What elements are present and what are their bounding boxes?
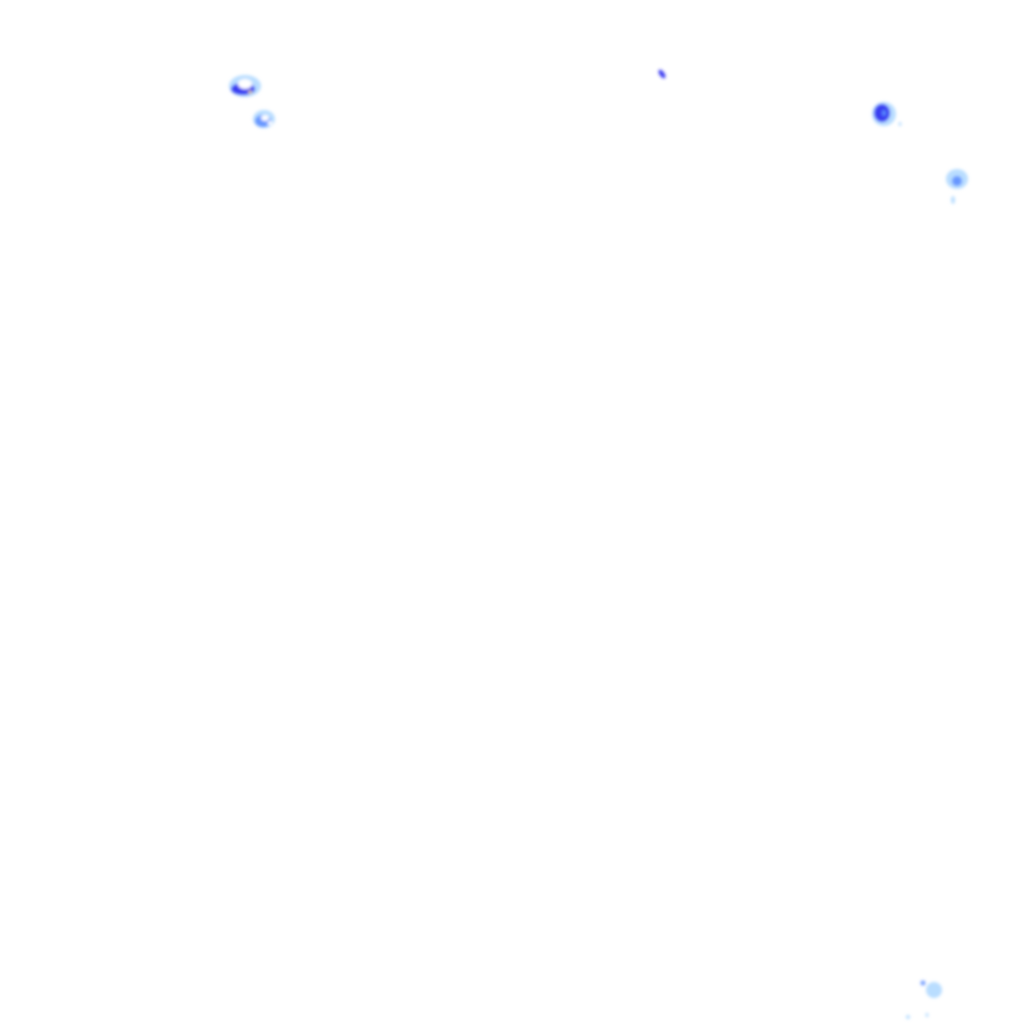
echo-cell-ne: [872, 102, 902, 126]
echo-gap: [882, 110, 886, 116]
echo-light: [906, 1015, 910, 1019]
echo-strong: [658, 69, 666, 79]
echo-peak: [248, 90, 252, 94]
echo-cell-n: [658, 69, 666, 79]
echo-light: [926, 982, 942, 998]
echo-cell-nw-2: [253, 110, 275, 128]
echo-cell-e: [946, 169, 968, 204]
echo-medium: [952, 176, 962, 186]
echo-medium: [920, 980, 926, 986]
echo-gap: [261, 115, 269, 121]
echo-core: [238, 79, 252, 89]
echo-gap: [267, 121, 273, 125]
echo-light: [898, 122, 902, 126]
echo-light: [925, 1013, 929, 1017]
echo-cell-nw: [229, 75, 261, 97]
echo-cell-se: [906, 980, 942, 1019]
echo-light: [951, 196, 955, 204]
